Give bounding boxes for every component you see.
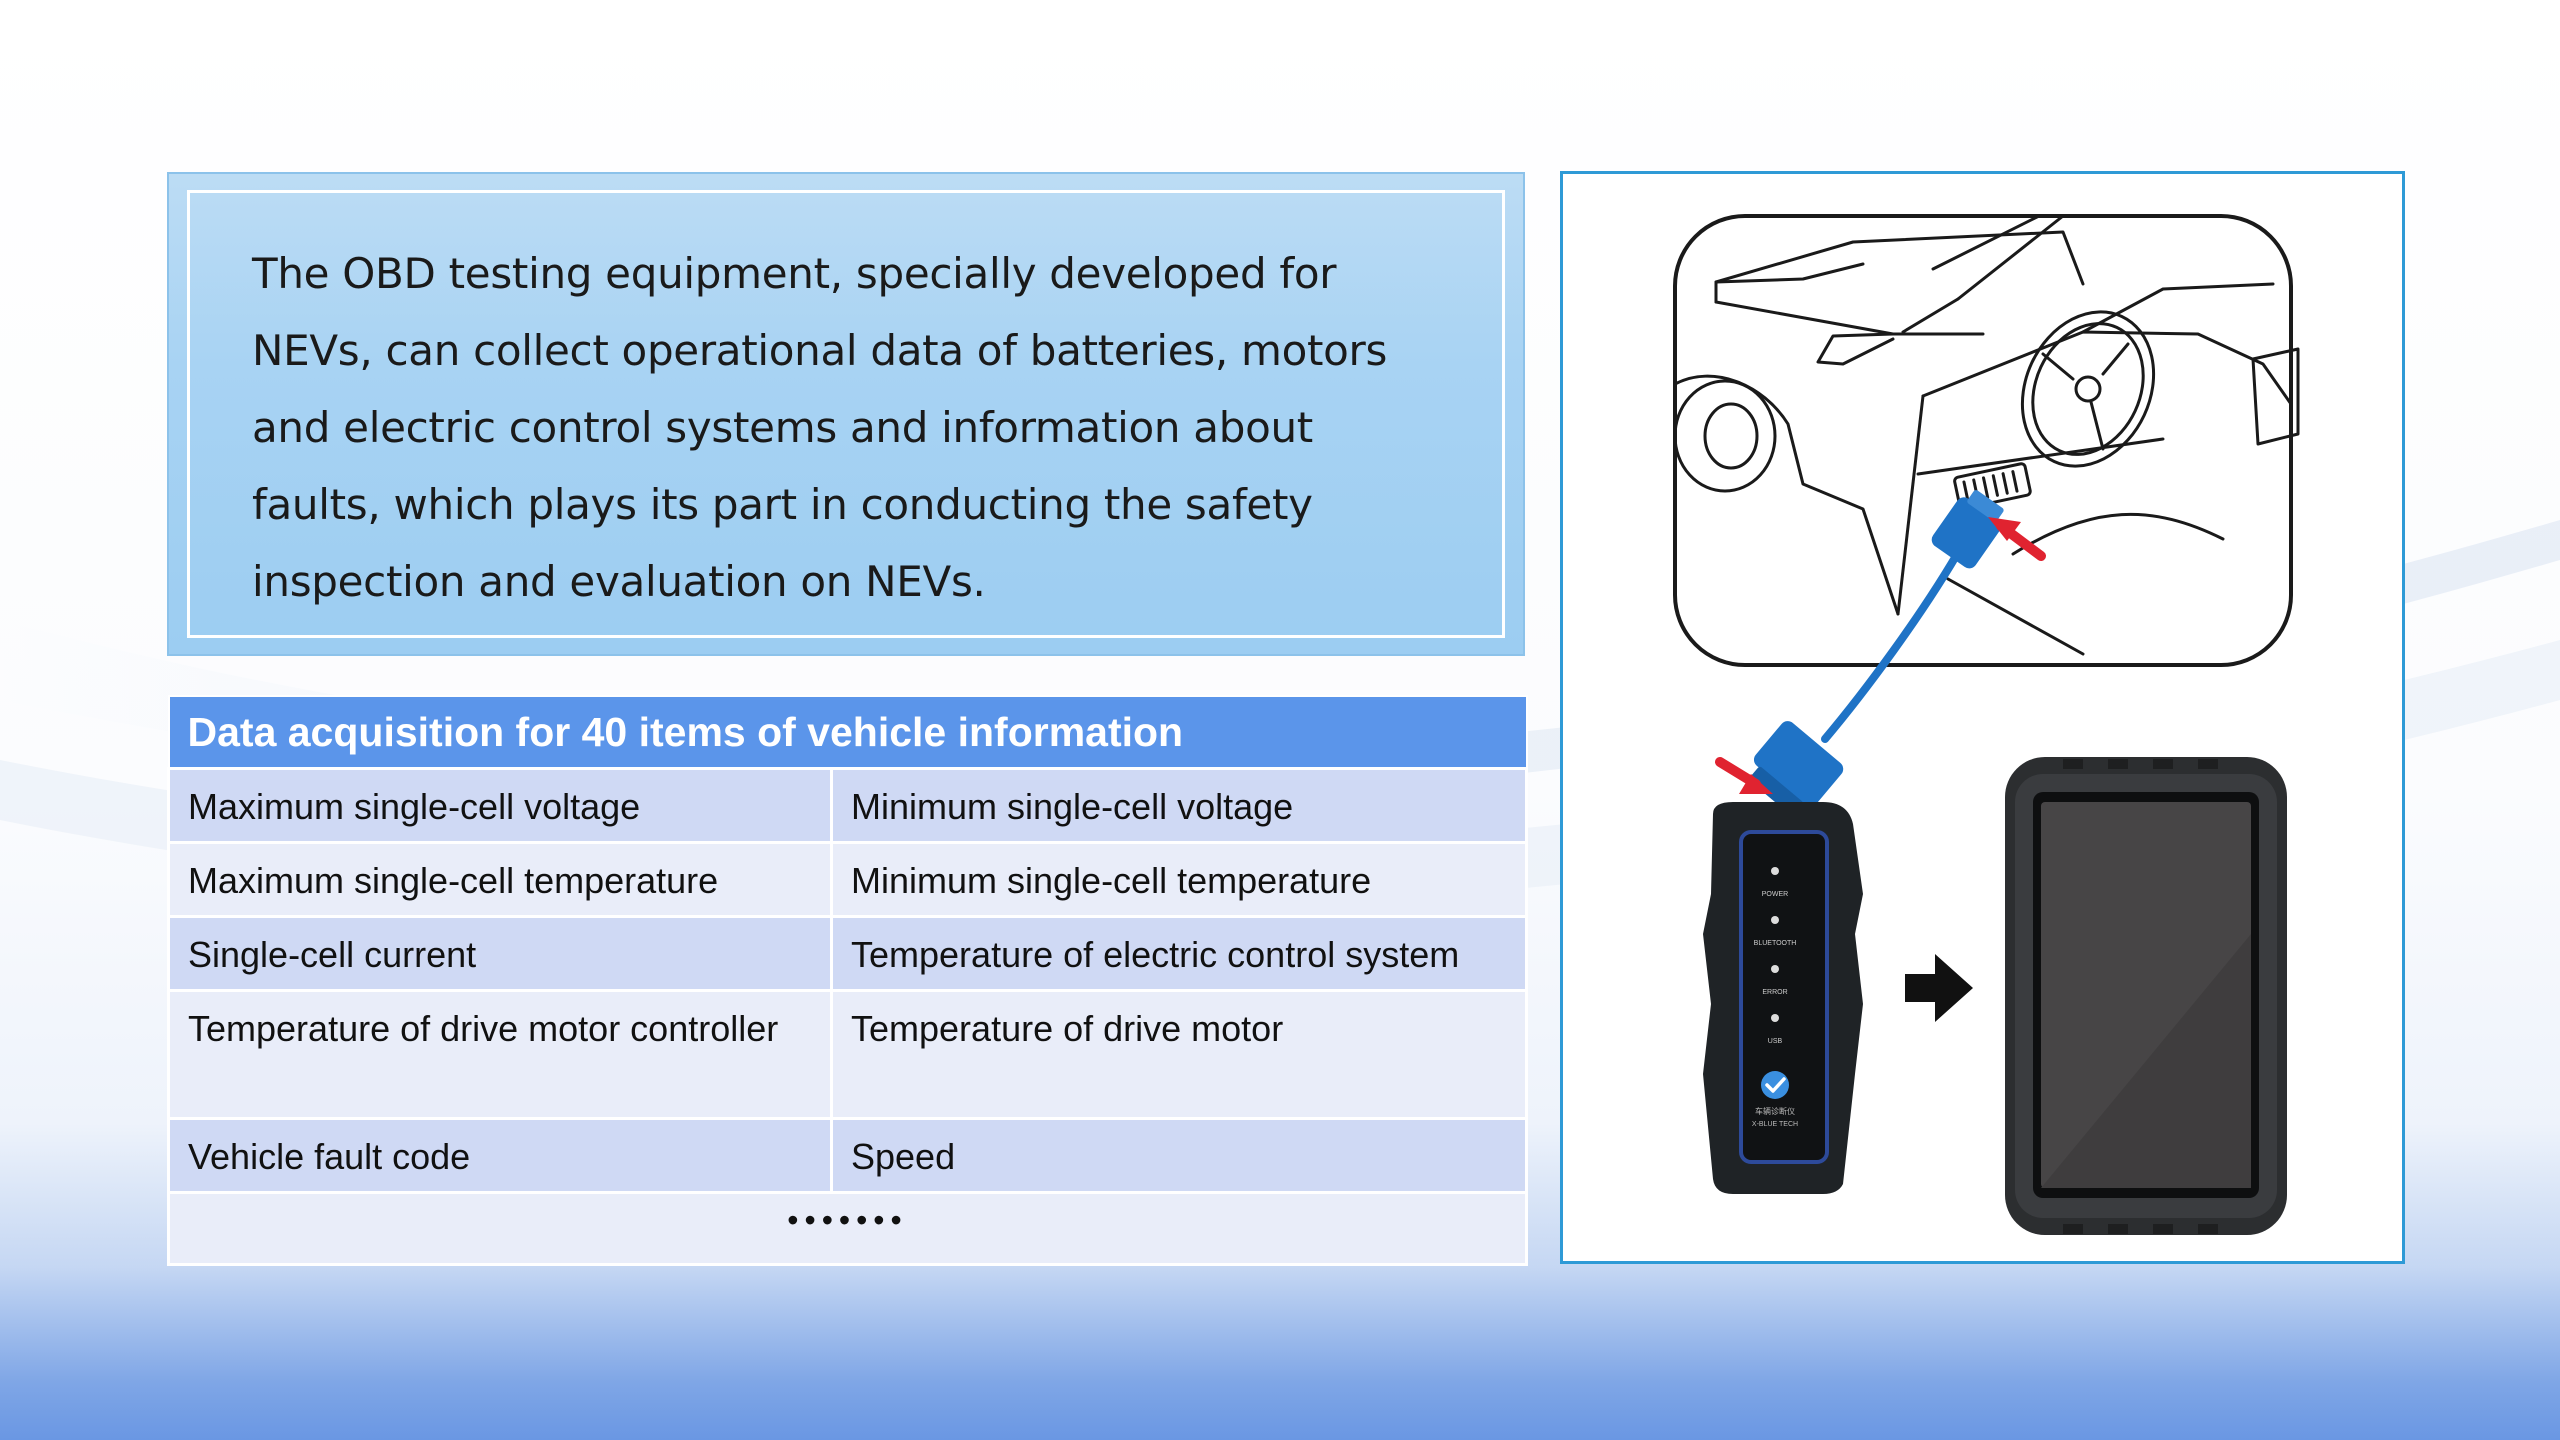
table-cell: Maximum single-cell temperature — [167, 841, 833, 918]
table-cell: Temperature of electric control system — [830, 915, 1528, 992]
intro-inner-frame: The OBD testing equipment, specially dev… — [187, 190, 1505, 638]
red-arrow-icon — [1988, 517, 2046, 561]
checkmark-logo-icon — [1761, 1071, 1789, 1099]
table-row: Single-cell current Temperature of elect… — [167, 915, 1528, 992]
table-cell: Minimum single-cell temperature — [830, 841, 1528, 918]
led-label: USB — [1768, 1038, 1783, 1045]
table-row: Temperature of drive motor controller Te… — [167, 989, 1528, 1120]
obd-dongle-device: POWER BLUETOOTH ERROR USB 车辆诊断仪 X-BLUE T… — [1703, 802, 1863, 1194]
table-cell: Minimum single-cell voltage — [830, 767, 1528, 844]
led-label: POWER — [1762, 891, 1788, 898]
car-interior-drawing — [1673, 214, 2300, 667]
table-row-ellipsis: ••••••• — [167, 1191, 1528, 1266]
device-logo-line: X-BLUE TECH — [1752, 1121, 1798, 1128]
table-row: Vehicle fault code Speed — [167, 1117, 1528, 1194]
intro-panel: The OBD testing equipment, specially dev… — [167, 172, 1525, 656]
table-row: Maximum single-cell voltage Minimum sing… — [167, 767, 1528, 844]
table-cell: Single-cell current — [167, 915, 833, 992]
table-cell: Temperature of drive motor controller — [167, 989, 833, 1120]
led-label: BLUETOOTH — [1754, 940, 1797, 947]
obd-illustration-panel: POWER BLUETOOTH ERROR USB 车辆诊断仪 X-BLUE T… — [1560, 171, 2405, 1264]
ellipsis-cell: ••••••• — [167, 1191, 1528, 1266]
device-logo-line: 车辆诊断仪 — [1755, 1106, 1795, 1116]
table-header: Data acquisition for 40 items of vehicle… — [167, 695, 1528, 770]
black-arrow-icon — [1905, 954, 1973, 1022]
table-cell: Maximum single-cell voltage — [167, 767, 833, 844]
obd-illustration: POWER BLUETOOTH ERROR USB 车辆诊断仪 X-BLUE T… — [1673, 214, 2300, 1235]
table-cell: Speed — [830, 1117, 1528, 1194]
intro-text: The OBD testing equipment, specially dev… — [252, 249, 1388, 606]
table-cell: Temperature of drive motor — [830, 989, 1528, 1120]
vehicle-data-table: Data acquisition for 40 items of vehicle… — [167, 695, 1528, 1266]
table-row: Maximum single-cell temperature Minimum … — [167, 841, 1528, 918]
red-arrow-icon — [1715, 757, 1773, 794]
table-cell: Vehicle fault code — [167, 1117, 833, 1194]
tablet-device — [2005, 757, 2287, 1235]
led-label: ERROR — [1762, 989, 1787, 996]
obd-cable — [1749, 490, 2004, 816]
